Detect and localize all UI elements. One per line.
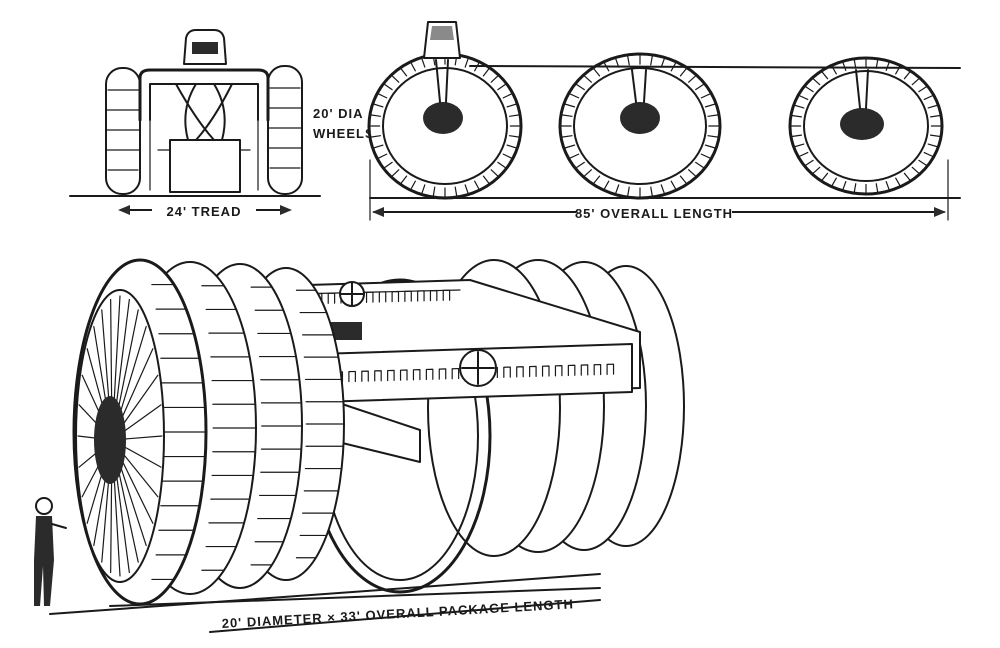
length-arrow-right (934, 207, 946, 217)
human-scale-figure (34, 497, 67, 606)
overall-length-label-bg (576, 203, 732, 221)
front-right-tire-ribs (268, 87, 302, 169)
package-hub-cross-top-mark (339, 281, 365, 307)
tread-label-bg (152, 201, 256, 219)
front-cab-window (192, 42, 218, 54)
tread-arrow-left (118, 205, 130, 215)
tread-arrow-right (280, 205, 292, 215)
overall-length-label: 85' OVERALL LENGTH (575, 206, 733, 221)
package-base-lines (109, 587, 601, 633)
package-dimension-label: 20' DIAMETER × 33' OVERALL PACKAGE LENGT… (221, 596, 574, 631)
front-crossed-struts (175, 83, 233, 141)
side-view: 85' OVERALL LENGTH (367, 21, 961, 221)
tread-label: 24' TREAD (167, 204, 242, 219)
front-left-tire-ribs (106, 89, 140, 171)
front-chassis-arch (138, 68, 270, 122)
front-side-struts (184, 83, 226, 141)
front-chassis-inner (149, 83, 259, 121)
front-right-tire (267, 65, 303, 195)
side-arm-1 (435, 59, 449, 103)
package-tire-ribs (151, 283, 345, 581)
side-wheel-tread-marks (368, 53, 943, 199)
side-chassis-top-line (469, 65, 961, 69)
package-hub-cross-front-mark (461, 351, 495, 385)
front-lower-body (169, 139, 241, 193)
side-cab-window (430, 26, 454, 40)
front-left-tire (105, 67, 141, 195)
side-arm-2 (631, 69, 647, 103)
wheel-diameter-label-line1: 20' DIA (313, 106, 364, 121)
package-end-hub (94, 396, 126, 484)
package-ground-line (49, 573, 601, 615)
package-front-tires (72, 258, 345, 606)
length-arrow-left (372, 207, 384, 217)
folded-package-view: 20' DIAMETER × 33' OVERALL PACKAGE LENGT… (34, 258, 685, 633)
wheel-diameter-label: 20' DIA WHEELS (313, 106, 375, 141)
front-axle-lines (149, 119, 259, 191)
side-arm-3 (855, 69, 869, 109)
front-view: 24' TREAD (69, 29, 321, 219)
wheel-diameter-label-line2: WHEELS (313, 126, 375, 141)
